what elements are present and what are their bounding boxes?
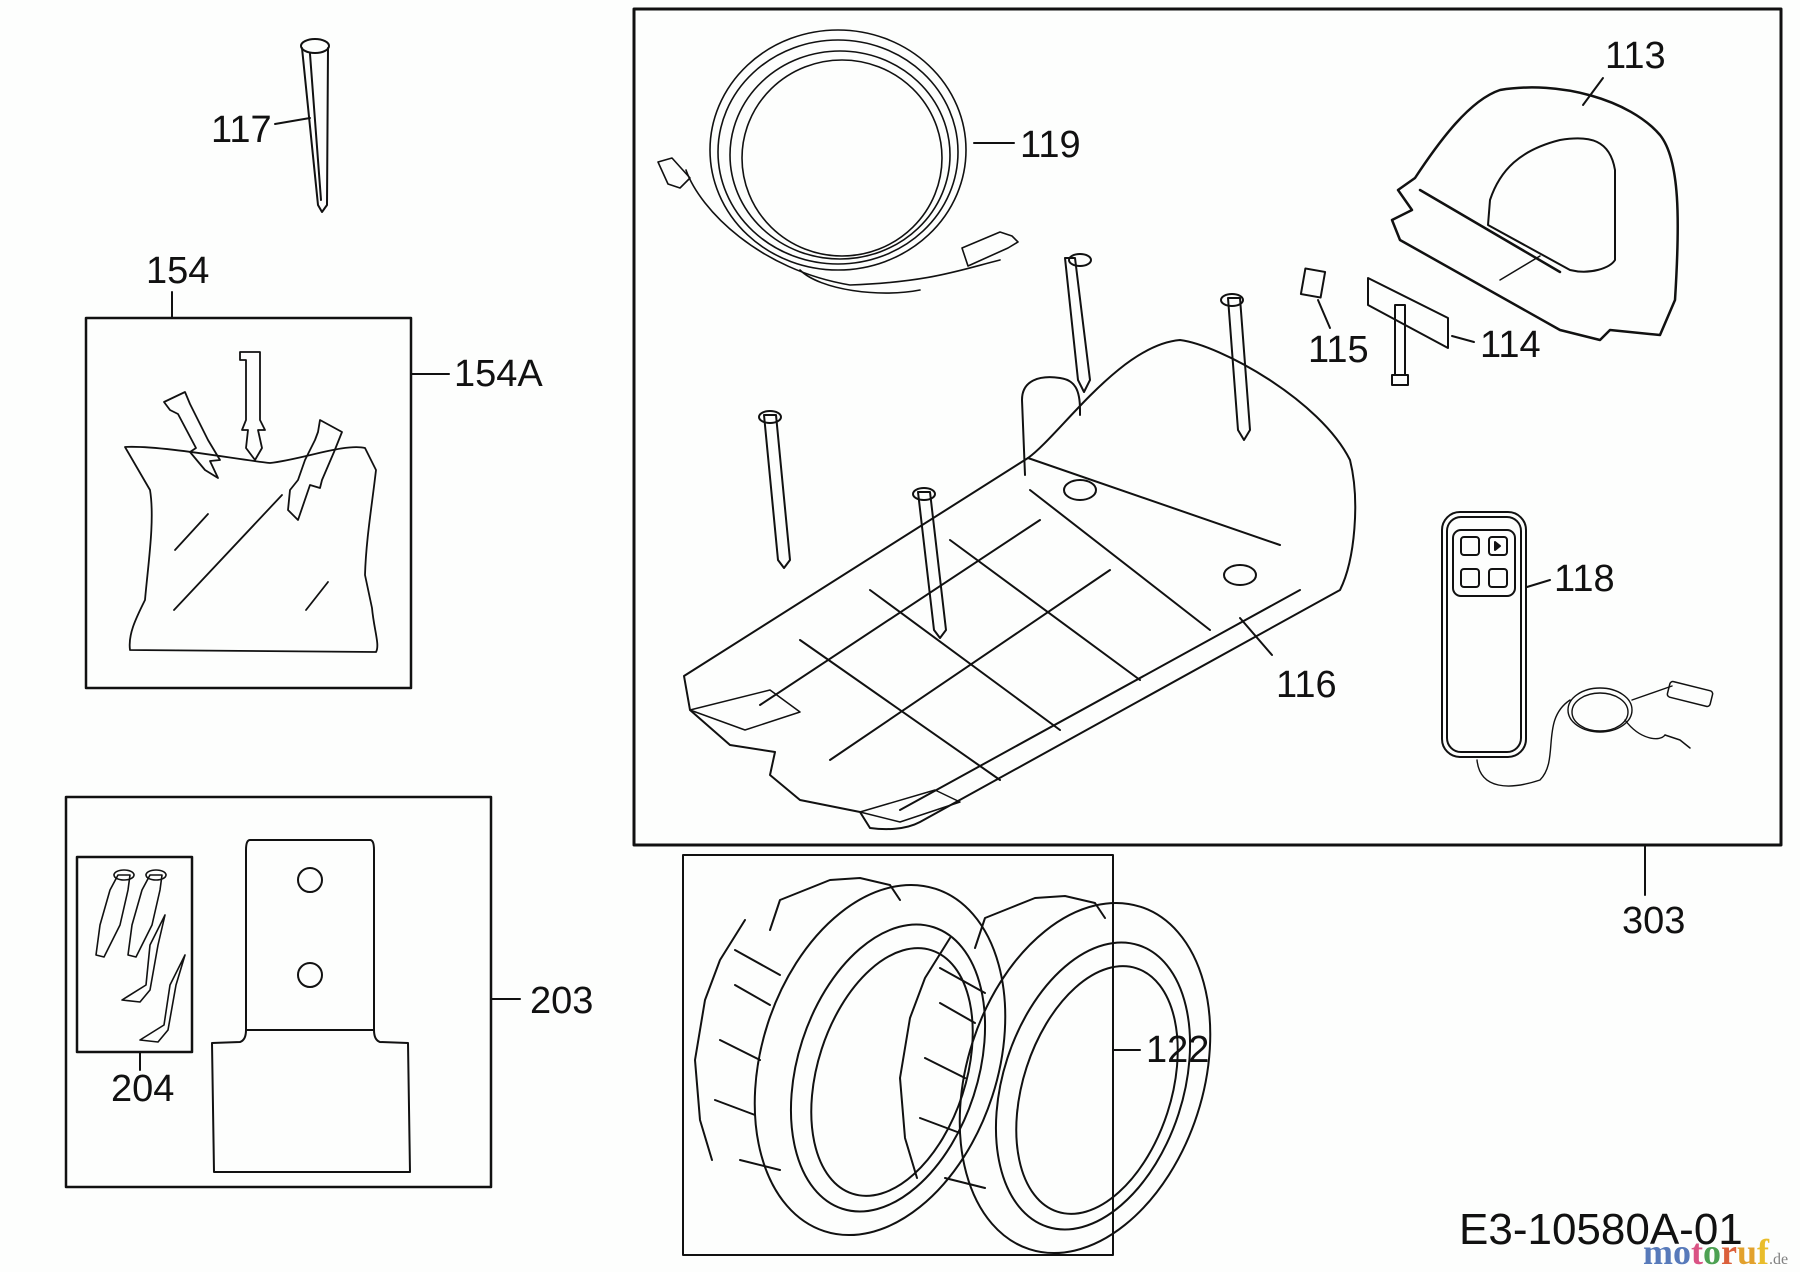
callout-118[interactable]: 118 bbox=[1554, 558, 1615, 600]
watermark-letters: motoruf bbox=[1643, 1232, 1769, 1272]
peg-bag-drawing[interactable] bbox=[124, 351, 379, 653]
leader-116 bbox=[1239, 617, 1273, 656]
callout-154A[interactable]: 154A bbox=[454, 353, 543, 395]
callout-116[interactable]: 116 bbox=[1276, 664, 1337, 706]
callout-204[interactable]: 204 bbox=[111, 1068, 175, 1110]
settings-button-icon[interactable] bbox=[1488, 568, 1508, 588]
leader-118 bbox=[1526, 579, 1551, 588]
leader-114 bbox=[1451, 335, 1475, 343]
callout-117[interactable]: 117 bbox=[211, 109, 272, 151]
motoruf-watermark-logo: motoruf.de bbox=[1643, 1234, 1788, 1270]
watermark-letter: m bbox=[1643, 1232, 1673, 1272]
callout-203[interactable]: 203 bbox=[530, 980, 594, 1022]
callout-115[interactable]: 115 bbox=[1308, 329, 1369, 371]
watermark-letter: o bbox=[1703, 1232, 1721, 1272]
callout-154[interactable]: 154 bbox=[146, 250, 210, 292]
box-122[interactable] bbox=[682, 854, 1114, 1256]
callout-114[interactable]: 114 bbox=[1480, 324, 1541, 366]
watermark-tld: .de bbox=[1769, 1251, 1789, 1268]
leader-115 bbox=[1317, 299, 1331, 329]
wheel-right-drawing[interactable] bbox=[899, 870, 1253, 1272]
home-button-icon[interactable] bbox=[1460, 536, 1480, 556]
base-plate-116-drawing[interactable] bbox=[683, 253, 1357, 831]
plugs-screws-204-drawing[interactable] bbox=[95, 869, 186, 1043]
play-pause-button-icon[interactable] bbox=[1488, 536, 1508, 556]
small-board-115-drawing[interactable] bbox=[1299, 267, 1327, 299]
peg-117-drawing[interactable] bbox=[300, 38, 330, 213]
wheel-left-drawing[interactable] bbox=[694, 852, 1048, 1267]
callout-303[interactable]: 303 bbox=[1622, 900, 1686, 942]
watermark-letter: r bbox=[1721, 1232, 1737, 1272]
watermark-letter: o bbox=[1673, 1232, 1691, 1272]
box-154[interactable] bbox=[84, 316, 413, 690]
leader-113 bbox=[1582, 77, 1604, 106]
callout-119[interactable]: 119 bbox=[1020, 124, 1081, 166]
station-cover-113-drawing[interactable] bbox=[1390, 86, 1680, 342]
watermark-letter: u bbox=[1736, 1232, 1758, 1272]
callout-113[interactable]: 113 bbox=[1605, 35, 1666, 77]
box-203[interactable] bbox=[64, 795, 493, 1189]
mow-button-icon[interactable] bbox=[1460, 568, 1480, 588]
boundary-cable-119-drawing[interactable] bbox=[657, 29, 1019, 294]
watermark-letter: f bbox=[1757, 1232, 1770, 1272]
box-204[interactable] bbox=[75, 855, 194, 1054]
leader-117 bbox=[274, 117, 311, 125]
callout-122[interactable]: 122 bbox=[1146, 1029, 1210, 1071]
drawing-id: E3-10580A-01 bbox=[1459, 1205, 1743, 1254]
bracket-203-drawing[interactable] bbox=[211, 839, 411, 1173]
box-303[interactable] bbox=[632, 7, 1783, 847]
circuit-board-114-drawing[interactable] bbox=[1367, 277, 1449, 386]
watermark-letter: t bbox=[1691, 1232, 1703, 1272]
power-supply-118-drawing[interactable] bbox=[1441, 511, 1714, 787]
